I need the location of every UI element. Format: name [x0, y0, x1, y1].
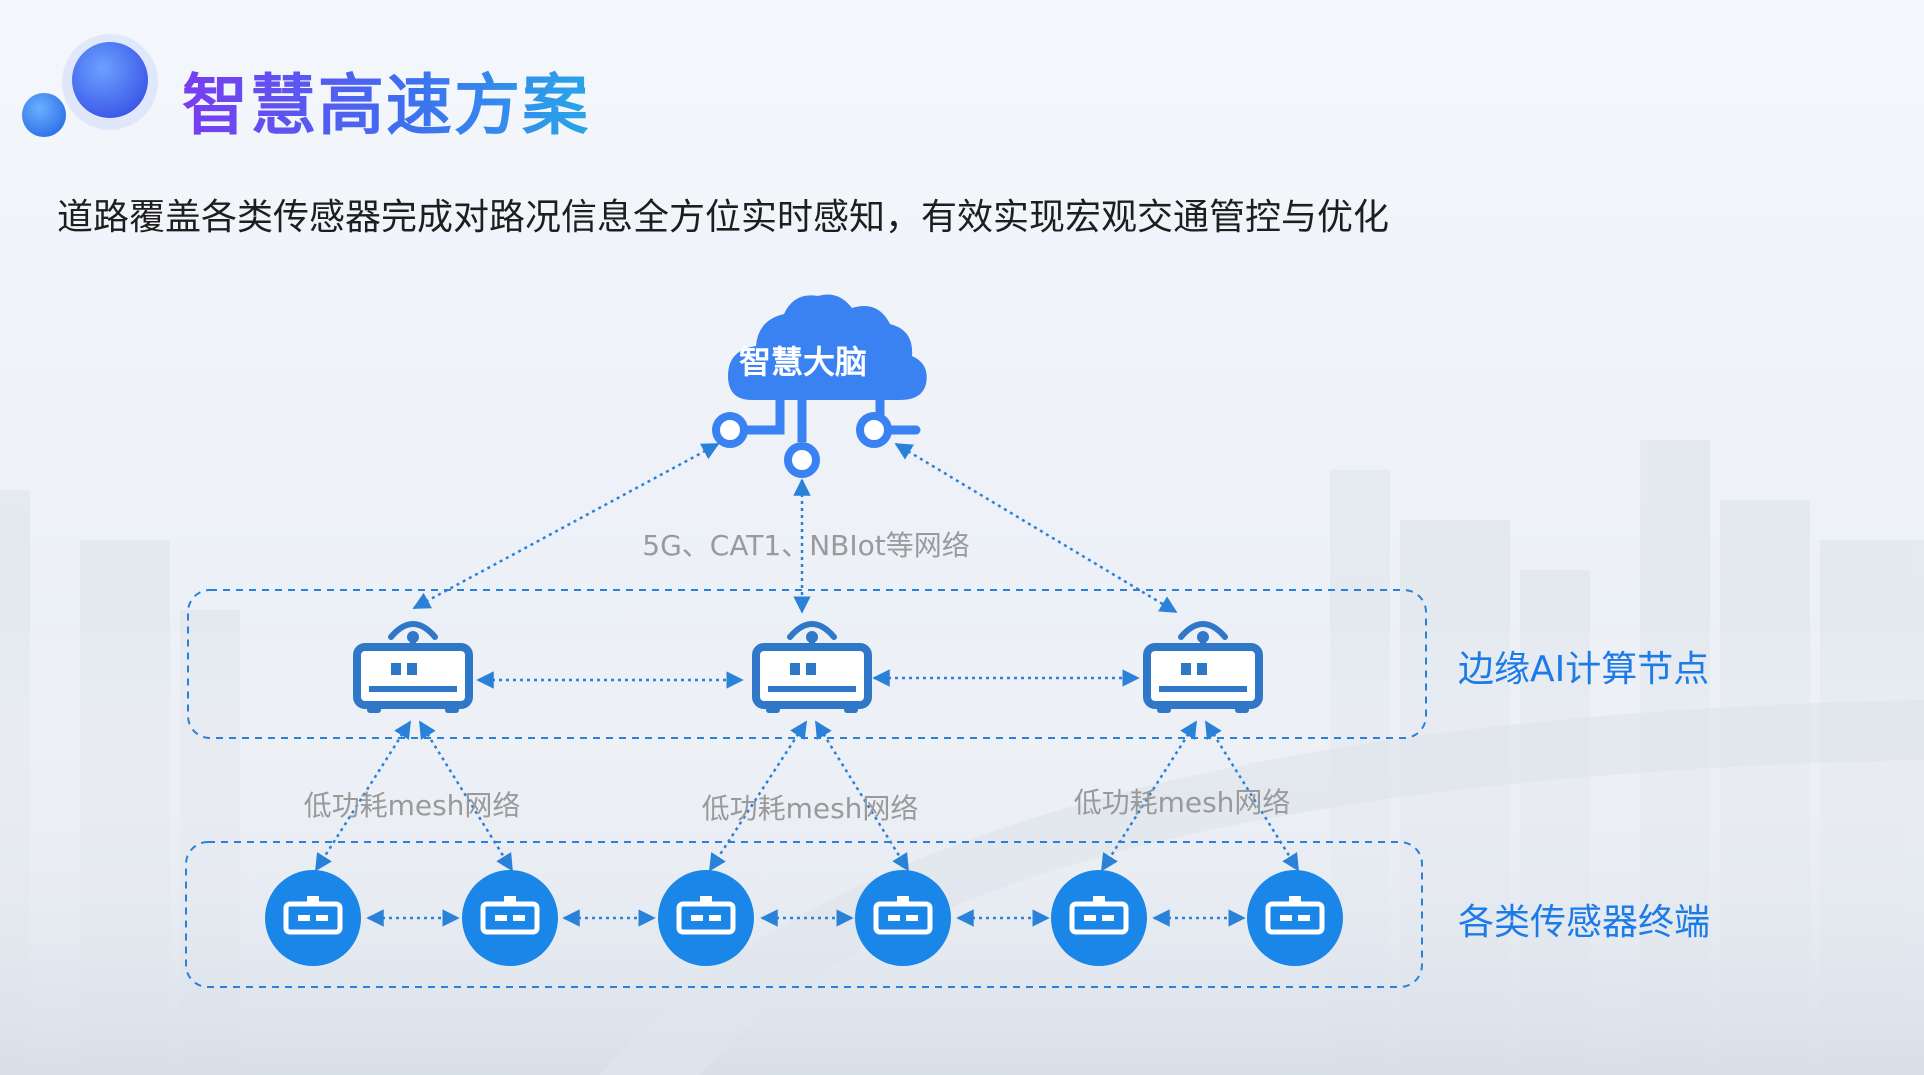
sensor-terminal-icon — [265, 870, 361, 966]
brain-label: 智慧大脑 — [739, 343, 867, 381]
sensor-group-label: 各类传感器终端 — [1458, 902, 1711, 943]
sensor-terminal-icon — [1247, 870, 1343, 966]
title-bubbles-icon — [22, 34, 158, 137]
edge-link-arrows — [476, 669, 1140, 689]
mesh-label-1: 低功耗mesh网络 — [304, 789, 521, 822]
uplink-arrows — [412, 442, 1178, 614]
edge-nodes — [353, 621, 1263, 713]
title-area: 智慧高速方案 — [22, 30, 722, 144]
sensor-terminal-icon — [855, 870, 951, 966]
edge-node-3-router-icon — [1143, 621, 1263, 713]
edge-node-1-router-icon — [353, 621, 473, 713]
mesh-arrows — [314, 720, 1300, 872]
mesh-label-3: 低功耗mesh网络 — [1074, 786, 1291, 819]
brain-cloud-icon — [712, 294, 927, 478]
edge-group-label: 边缘AI计算节点 — [1458, 649, 1710, 690]
uplink-network-label: 5G、CAT1、NBIot等网络 — [642, 529, 969, 562]
edge-group-box — [187, 589, 1427, 739]
sensor-terminal-icon — [462, 870, 558, 966]
sensor-terminal-icon — [1051, 870, 1147, 966]
mesh-label-2: 低功耗mesh网络 — [702, 792, 919, 825]
sensor-terminal-icon — [658, 870, 754, 966]
page-title: 智慧高速方案 — [182, 52, 590, 148]
page-subtitle: 道路覆盖各类传感器完成对路况信息全方位实时感知，有效实现宏观交通管控与优化 — [57, 197, 1390, 238]
sensor-group-box — [185, 841, 1423, 988]
edge-node-2-router-icon — [752, 621, 872, 713]
sensor-nodes — [265, 870, 1343, 966]
